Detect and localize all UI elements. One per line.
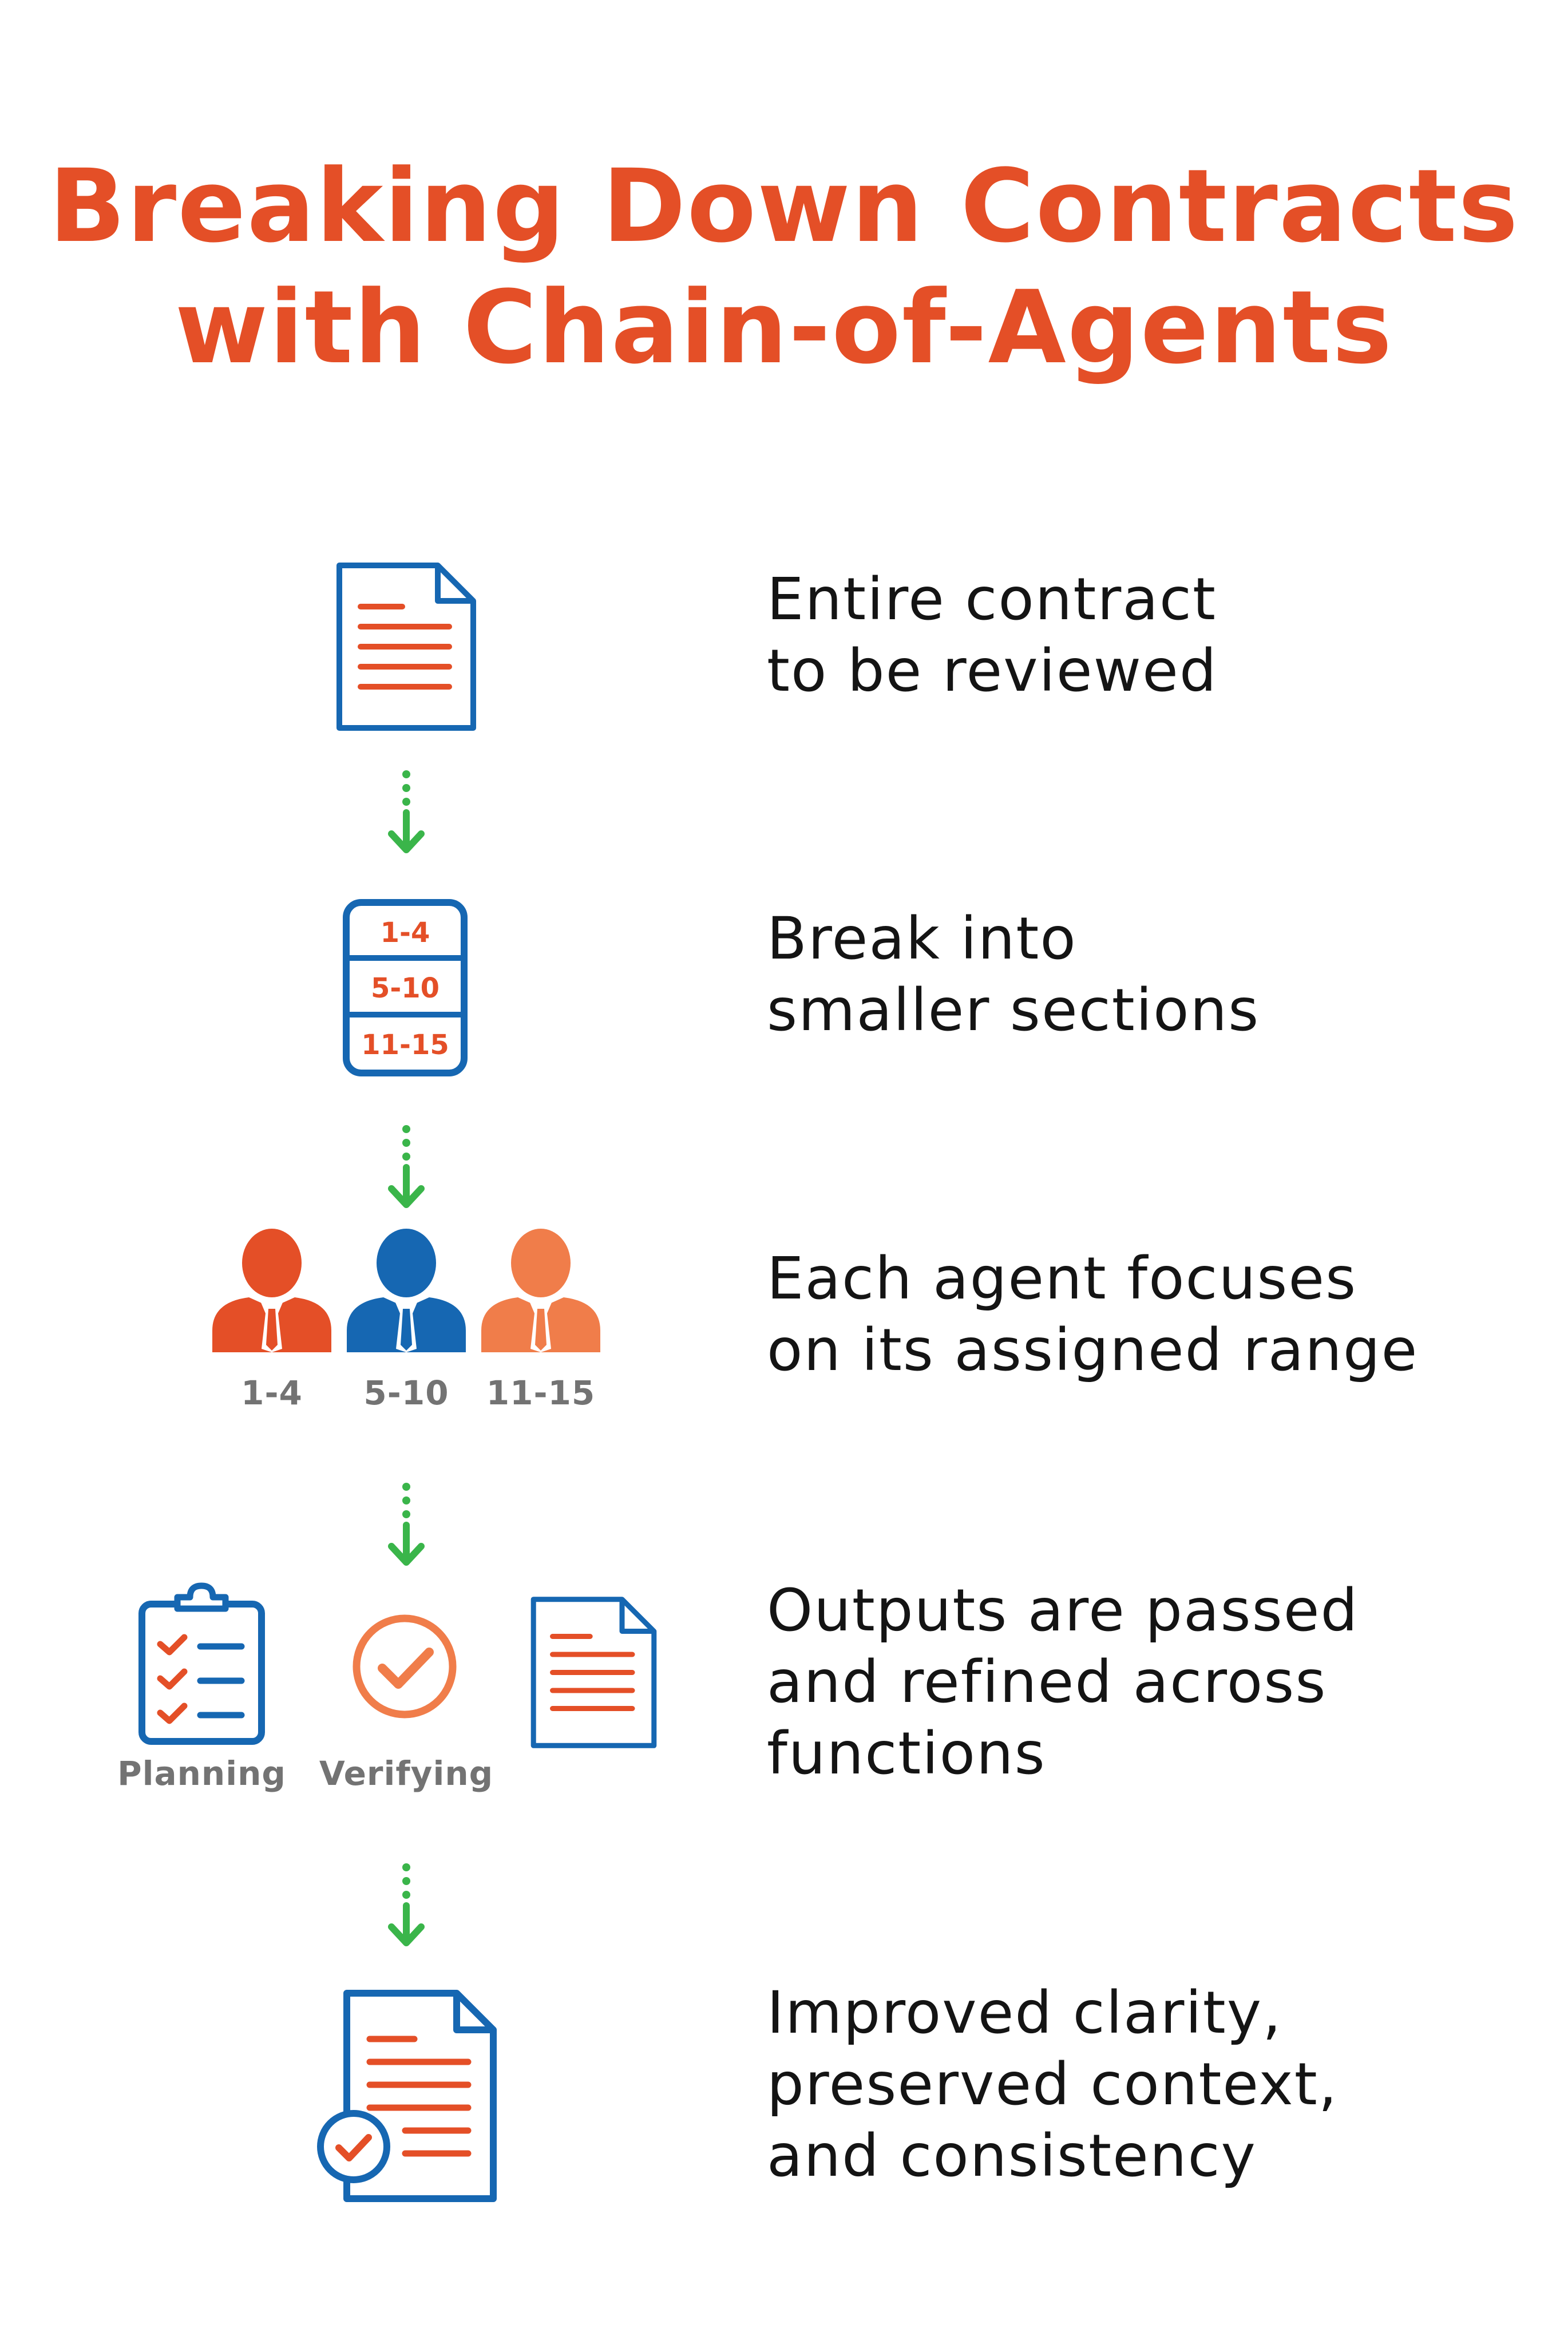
- agent-label: 5-10: [363, 1373, 449, 1412]
- step-1-line-1: Entire contract: [767, 565, 1217, 634]
- step-5-line-3: and consistency: [767, 2122, 1257, 2190]
- dotted-arrow-down-icon: [388, 1125, 425, 1208]
- step-4-line-2: and refined across: [767, 1648, 1327, 1716]
- step-3-line-2: on its assigned range: [767, 1316, 1419, 1384]
- step-5-line-1: Improved clarity,: [767, 1979, 1282, 2047]
- step-5-text: Improved clarity, preserved context, and…: [767, 1977, 1534, 2192]
- title-line-2: with Chain-of-Agents: [175, 269, 1393, 386]
- step-3-text: Each agent focuses on its assigned range: [767, 1243, 1534, 1386]
- clipboard-checklist-icon: [138, 1582, 265, 1745]
- sections-list-icon: 1-4 5-10 11-15: [342, 898, 468, 1077]
- function-label-planning: Planning: [117, 1754, 286, 1793]
- dotted-arrow-down-icon: [388, 770, 425, 853]
- step-4-line-1: Outputs are passed: [767, 1577, 1359, 1645]
- section-label: 1-4: [381, 917, 430, 949]
- dotted-arrow-down-icon: [388, 1863, 425, 1946]
- person-icon: [212, 1229, 331, 1352]
- step-5-line-2: preserved context,: [767, 2050, 1339, 2119]
- document-icon: [530, 1597, 657, 1748]
- step-4-line-3: functions: [767, 1720, 1046, 1788]
- page-title: Breaking Down Contracts with Chain-of-Ag…: [0, 146, 1568, 389]
- step-2-line-2: smaller sections: [767, 976, 1260, 1044]
- check-circle-icon: [353, 1614, 457, 1719]
- document-icon: [336, 563, 476, 731]
- step-2-text: Break into smaller sections: [767, 903, 1534, 1046]
- step-1-line-2: to be reviewed: [767, 637, 1218, 705]
- agent-label: 1-4: [241, 1373, 303, 1412]
- step-2-line-1: Break into: [767, 905, 1077, 973]
- person-icon: [481, 1229, 600, 1352]
- title-line-1: Breaking Down Contracts: [49, 148, 1519, 265]
- step-1-text: Entire contract to be reviewed: [767, 564, 1534, 707]
- agent-label: 11-15: [486, 1373, 596, 1412]
- approved-document-icon: [317, 1990, 497, 2202]
- section-label: 5-10: [371, 972, 439, 1004]
- dotted-arrow-down-icon: [388, 1483, 425, 1566]
- step-4-text: Outputs are passed and refined across fu…: [767, 1575, 1534, 1789]
- section-label: 11-15: [361, 1029, 449, 1061]
- step-3-line-1: Each agent focuses: [767, 1245, 1357, 1313]
- function-label-verifying: Verifying: [319, 1754, 494, 1793]
- person-icon: [347, 1229, 466, 1352]
